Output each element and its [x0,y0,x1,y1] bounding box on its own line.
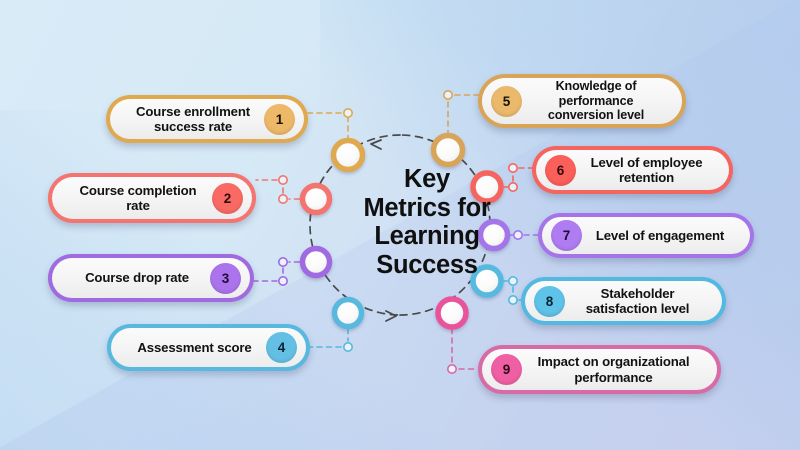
ring-node-2[interactable] [299,182,333,216]
metric-card-8[interactable]: 8 Stakeholder satisfaction level [521,277,726,325]
joint-dot-9 [446,363,457,374]
ring-node-1[interactable] [330,137,366,173]
metric-card-6[interactable]: 6 Level of employee retention [532,146,733,194]
joint-dot-8b [507,294,518,305]
metric-card-7-label: Level of engagement [595,227,725,243]
metric-card-5-label: Knowledge of performance conversion leve… [547,79,645,123]
ring-node-8[interactable] [470,264,504,298]
metric-card-1[interactable]: Course enrollment success rate 1 [106,95,308,143]
metric-card-6-label: Level of employee retention [590,154,703,185]
joint-dot-7 [512,230,523,241]
metric-card-7-badge: 7 [551,220,582,251]
metric-card-7[interactable]: 7 Level of engagement [538,213,754,258]
joint-dot-3b [277,275,288,286]
metric-card-8-badge: 8 [534,285,565,317]
metric-card-9-badge: 9 [491,354,522,385]
ring-node-5[interactable] [430,132,466,168]
joint-dot-8a [507,275,518,286]
metric-card-4-label: Assessment score [137,339,252,355]
metric-card-9[interactable]: 9 Impact on organizational performance [478,345,721,394]
metric-card-4-badge: 4 [266,332,297,363]
metric-card-3-label: Course drop rate [85,270,189,286]
joint-dot-5 [442,90,453,101]
joint-dot-4 [342,341,353,352]
metric-card-3[interactable]: Course drop rate 3 [48,254,254,302]
ring-node-6[interactable] [470,170,504,204]
connector-9 [451,318,479,370]
metric-card-2-label: Course completion rate [79,182,197,213]
joint-dot-1 [342,108,353,119]
metric-card-2[interactable]: Course completion rate 2 [48,173,256,223]
joint-dot-2b [277,194,288,205]
metric-card-6-badge: 6 [545,154,576,186]
metric-card-9-label: Impact on organizational performance [537,354,690,385]
metric-card-5-badge: 5 [491,85,522,117]
metric-card-3-badge: 3 [210,262,241,294]
metric-card-1-label: Course enrollment success rate [136,103,250,134]
ring-arrow-bottom [385,310,397,322]
ring-node-4[interactable] [331,296,365,330]
ring-node-9[interactable] [435,296,469,330]
joint-dot-6a [507,163,518,174]
joint-dot-2a [277,175,288,186]
ring-arrow-top [370,139,382,150]
metric-card-2-badge: 2 [212,182,243,214]
connector-5 [447,94,479,146]
metric-card-8-label: Stakeholder satisfaction level [585,285,690,316]
joint-dot-6b [507,182,518,193]
ring-node-3[interactable] [299,245,333,279]
metric-card-5[interactable]: 5 Knowledge of performance conversion le… [478,74,686,128]
ring-node-7[interactable] [477,218,511,252]
diagram-title: Key Metrics for Learning Success [363,165,491,279]
joint-dot-3a [277,256,288,267]
metric-card-1-badge: 1 [264,103,295,135]
metric-card-4[interactable]: Assessment score 4 [107,324,310,371]
